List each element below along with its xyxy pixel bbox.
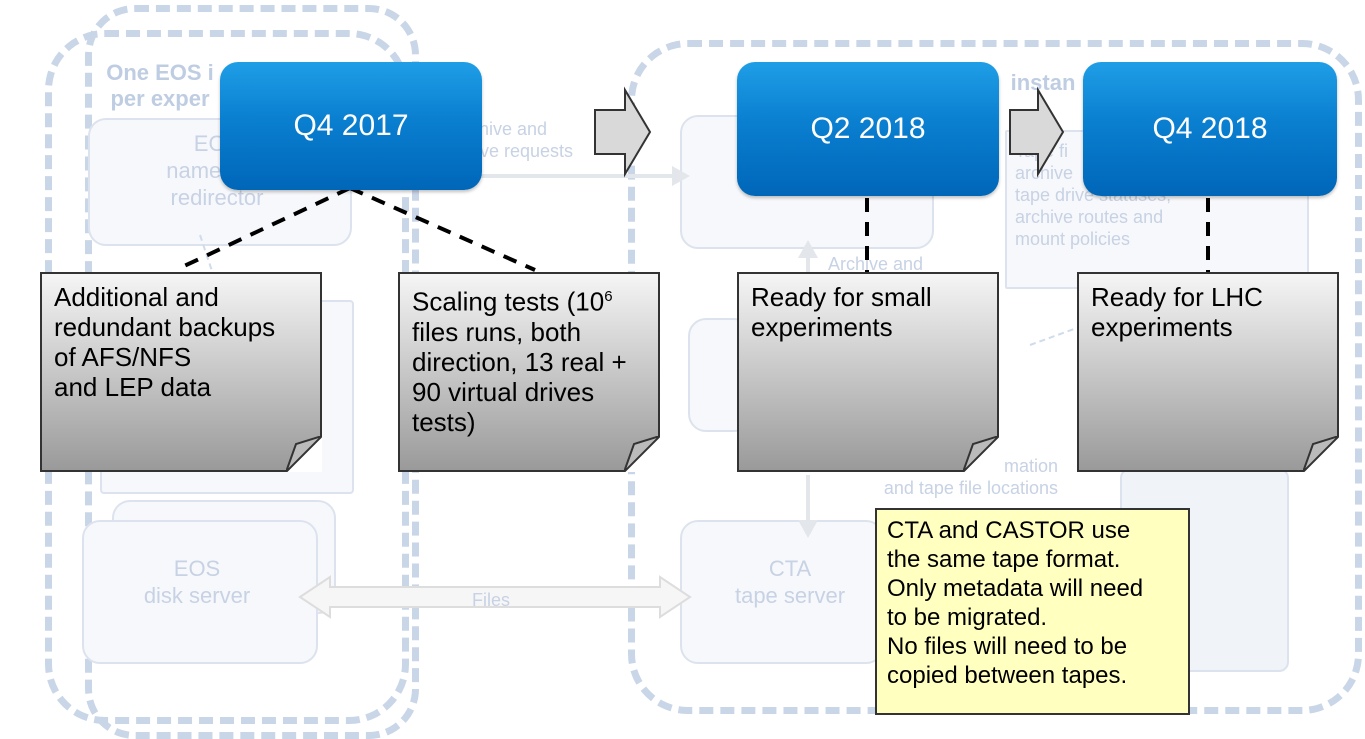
note-line: direction, 13 real + [412,346,627,377]
eos-disk-label: EOS disk server [92,555,302,609]
eos-disk-line: disk server [143,583,251,608]
timeline-arrow-1 [594,86,652,178]
file-locations-label: mation and tape file locations [828,455,1058,499]
mation-line: and tape file locations [883,478,1058,498]
note-scaling: Scaling tests (106 files runs, both dire… [398,272,660,472]
catalogue-line: archive routes and [1015,207,1164,227]
page-curl-icon [1303,436,1339,472]
note-line: Ready for LHC [1091,282,1263,312]
note-line: 90 virtual drives [412,376,595,407]
note-line: Additional and [54,282,219,312]
note-line: Ready for small [751,282,932,312]
callout-line: copied between tapes. [887,662,1128,689]
callout-line: No files will need to be [887,633,1128,660]
note-line: Scaling tests (106 [412,282,648,317]
left-group-title-line: per exper [110,86,210,111]
mation-line: mation [1003,456,1058,476]
note-line: files runs, both [412,316,582,347]
note-backups: Additional and redundant backups of AFS/… [40,272,322,472]
catalogue-line: mount policies [1015,229,1131,249]
milestone-label: Q4 2018 [1152,112,1268,145]
cta-tape-label: CTA tape server [690,555,890,609]
archive-line: chive and [470,119,548,139]
note-line: experiments [1091,312,1233,342]
files-label: Files [472,590,511,610]
cta-tape-line: CTA [768,556,812,581]
exponent: 6 [604,288,613,305]
eos-disk-server [82,520,318,664]
note-line: experiments [751,312,893,342]
callout-line: to be migrated. [887,604,1048,631]
note-line: tests) [412,406,476,437]
page-curl-icon [624,436,660,472]
callout-line: CTA and CASTOR use [887,517,1131,544]
note-line: redundant backups [54,312,276,342]
left-group-title: One EOS i per exper [95,60,225,112]
catalogue-line: archive [1015,163,1074,183]
milestone-q4-2018: Q4 2018 [1083,62,1337,196]
archive-and-label: Archive and [828,254,924,274]
callout-line: the same tape format. [887,546,1121,573]
milestone-label: Q2 2018 [810,112,926,145]
note-text: Scaling tests (10 [412,286,605,317]
note-small-experiments: Ready for small experiments [737,272,999,472]
callout-line: Only metadata will need [887,575,1144,602]
archive-line: eve requests [470,141,574,161]
left-group-title-line: One EOS i [106,60,214,85]
milestone-label: Q4 2017 [293,109,409,142]
page-curl-icon [963,436,999,472]
note-line: and LEP data [54,372,212,402]
note-lhc-experiments: Ready for LHC experiments [1077,272,1339,472]
milestone-q4-2017: Q4 2017 [220,62,482,190]
page-curl-icon [286,436,322,472]
note-line: of AFS/NFS [54,342,192,372]
eos-disk-line: EOS [173,556,221,581]
right-group-title: instan [1010,70,1076,95]
timeline-arrow-2 [1009,86,1065,178]
cta-tape-line: tape server [734,583,846,608]
milestone-q2-2018: Q2 2018 [737,62,999,196]
tape-format-callout: CTA and CASTOR use the same tape format.… [875,508,1190,715]
archive-requests-label: chive and eve requests [470,118,610,162]
